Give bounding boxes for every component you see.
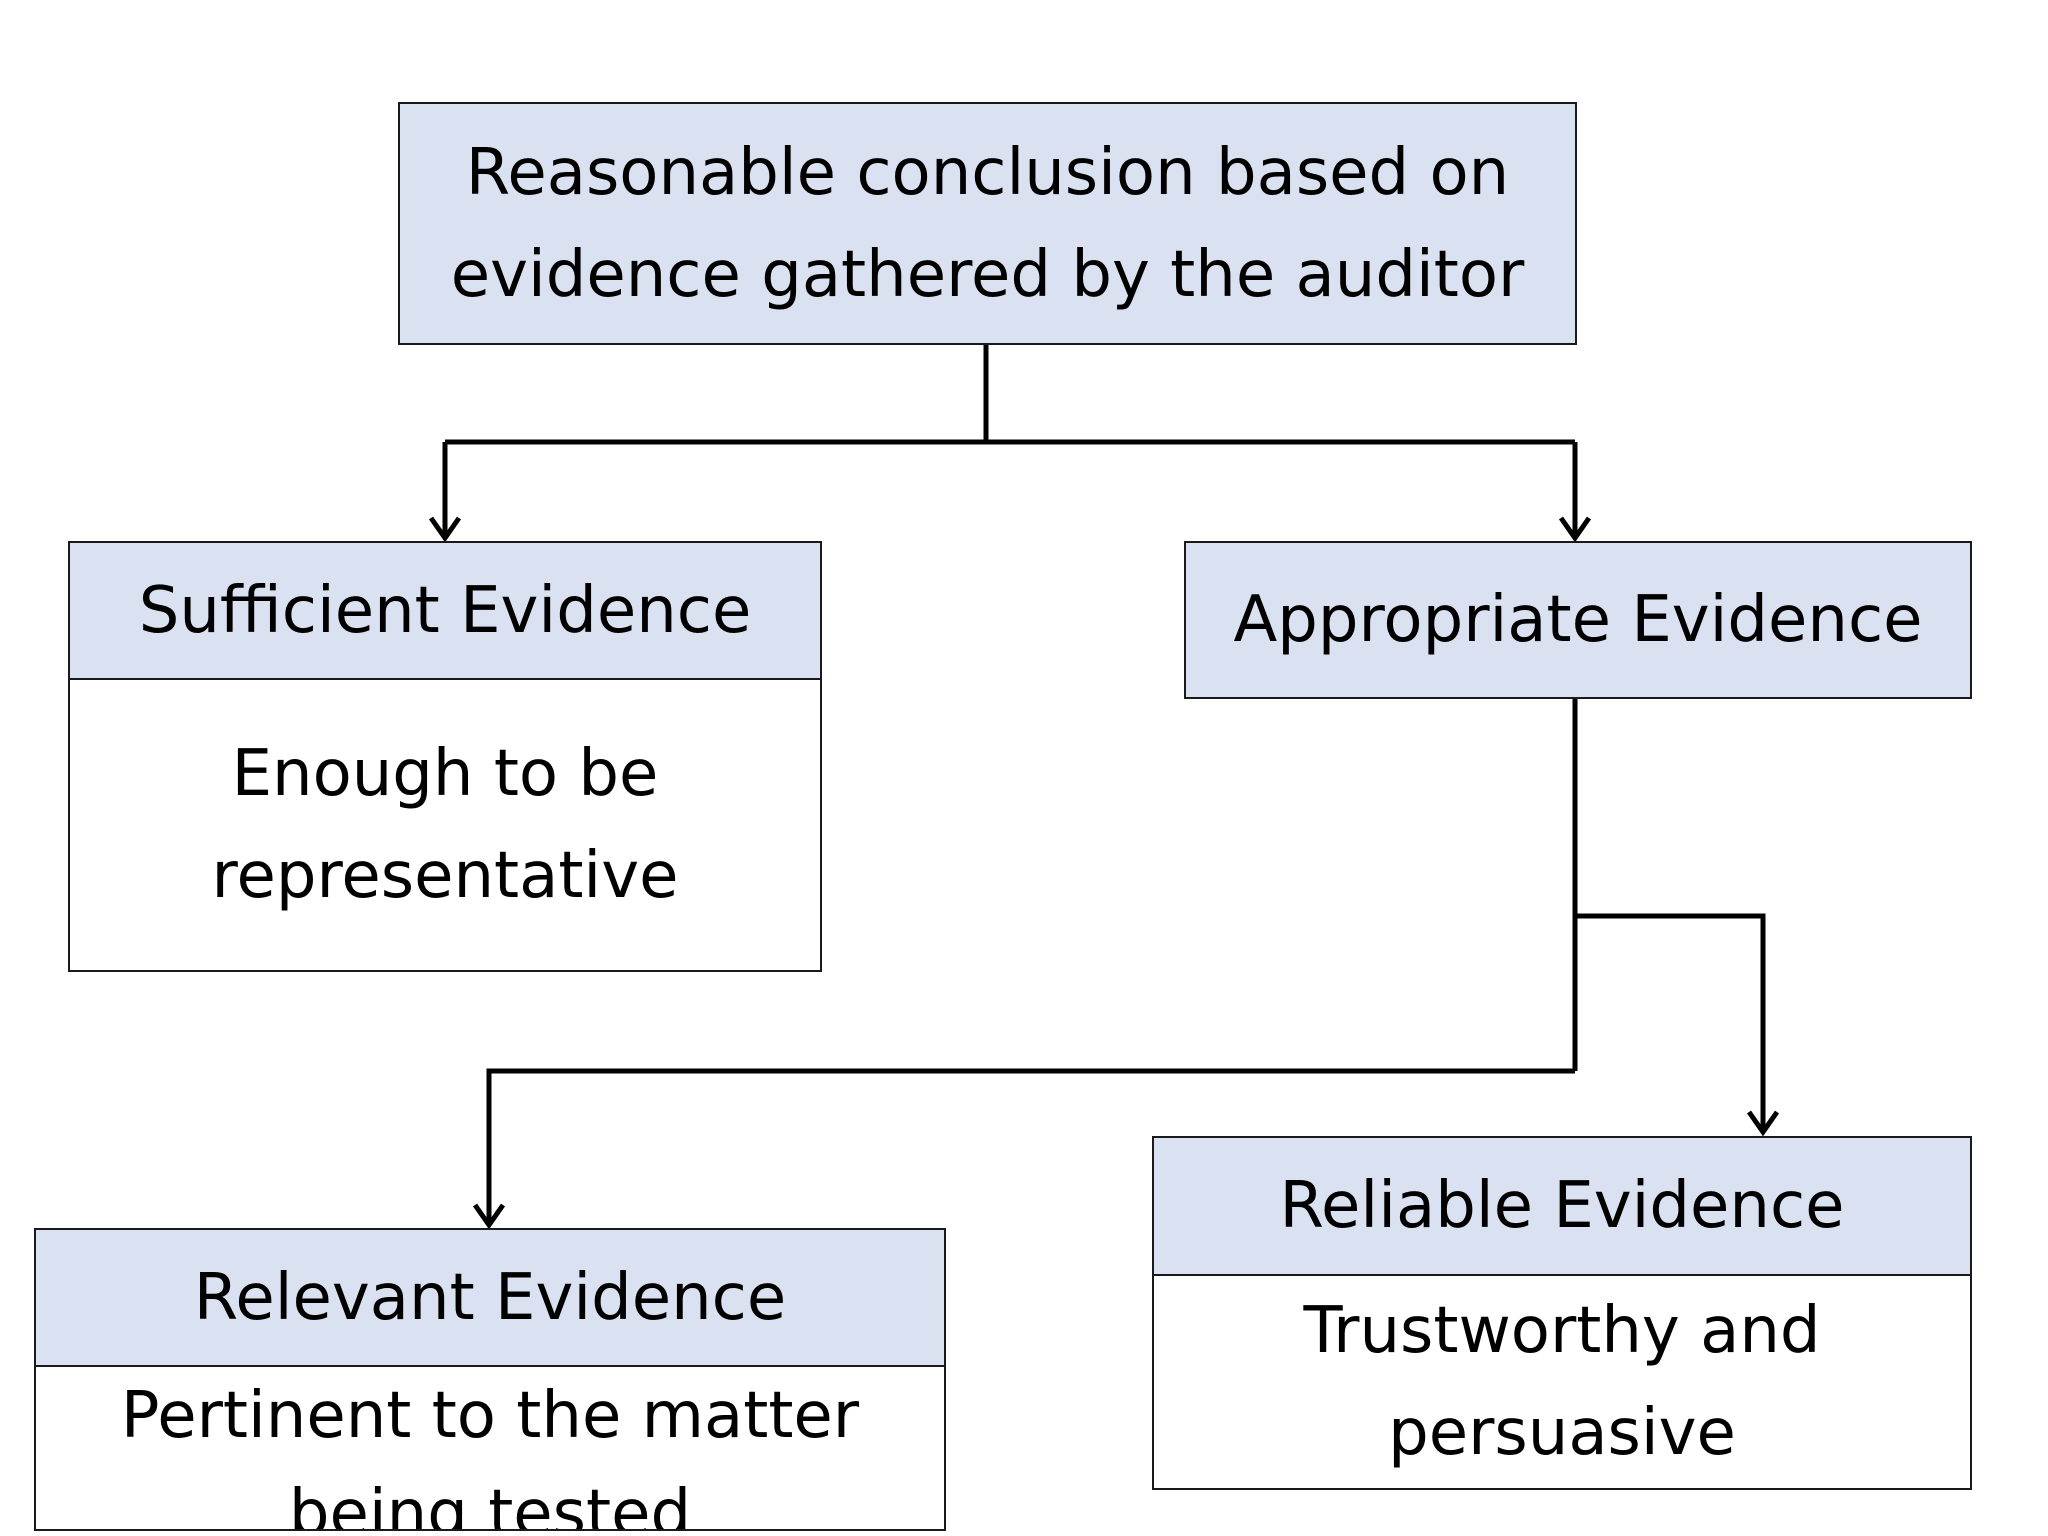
relevant-evidence-description: Pertinent to the matter being tested	[36, 1365, 944, 1529]
relevant-evidence-title: Relevant Evidence	[36, 1230, 944, 1365]
connector-appropriate-to-reliable	[1575, 913, 1766, 1130]
sufficient-evidence-title: Sufficient Evidence	[70, 543, 820, 678]
sufficient-evidence-node: Sufficient Evidence Enough to be represe…	[68, 541, 822, 972]
reliable-evidence-title: Reliable Evidence	[1154, 1138, 1970, 1274]
relevant-evidence-node: Relevant Evidence Pertinent to the matte…	[34, 1228, 946, 1531]
root-node-title: Reasonable conclusion based on evidence …	[400, 104, 1575, 343]
arrow-to-appropriate	[1558, 516, 1592, 543]
connector-appropriate-to-relevant	[486, 1068, 1575, 1223]
appropriate-evidence-title: Appropriate Evidence	[1186, 543, 1970, 697]
arrow-to-sufficient	[428, 516, 462, 543]
appropriate-evidence-node: Appropriate Evidence	[1184, 541, 1972, 699]
reliable-evidence-node: Reliable Evidence Trustworthy and persua…	[1152, 1136, 1972, 1490]
root-node: Reasonable conclusion based on evidence …	[398, 102, 1577, 345]
arrow-to-reliable	[1746, 1110, 1780, 1137]
arrow-to-relevant	[472, 1203, 506, 1230]
reliable-evidence-description: Trustworthy and persuasive	[1154, 1274, 1970, 1488]
sufficient-evidence-description: Enough to be representative	[70, 678, 820, 970]
